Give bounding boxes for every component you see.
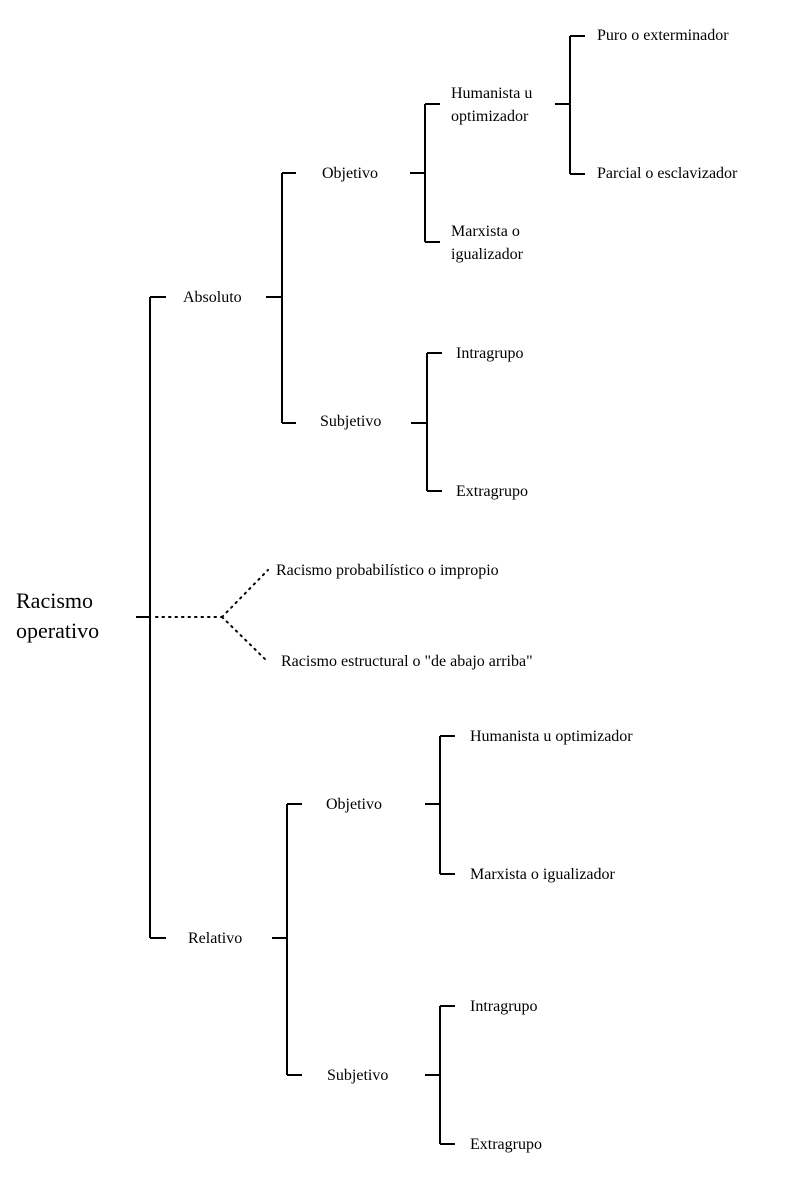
node-rel-objetivo: Objetivo	[326, 796, 382, 813]
node-rel-marxista: Marxista o igualizador	[470, 866, 615, 883]
node-abs-intragrupo: Intragrupo	[456, 345, 524, 362]
node-abs-humanista: Humanista u optimizador	[451, 82, 532, 128]
node-abs-marxista-line2: igualizador	[451, 246, 523, 263]
node-rel-extragrupo: Extragrupo	[470, 1136, 542, 1153]
node-relativo: Relativo	[188, 930, 243, 947]
node-rel-humanista: Humanista u optimizador	[470, 728, 633, 745]
node-puro: Puro o exterminador	[597, 27, 729, 44]
node-abs-humanista-line1: Humanista u	[451, 85, 533, 102]
node-rel-subjetivo: Subjetivo	[327, 1067, 389, 1084]
root-label-line2: operativo	[16, 618, 100, 643]
node-abs-objetivo: Objetivo	[322, 165, 378, 182]
root-label: Racismo operativo	[16, 586, 99, 646]
node-racismo-probabilistico: Racismo probabilístico o impropio	[276, 562, 499, 579]
node-abs-humanista-line2: optimizador	[451, 108, 529, 125]
node-abs-subjetivo: Subjetivo	[320, 413, 382, 430]
node-abs-marxista-line1: Marxista o	[451, 223, 520, 240]
node-parcial: Parcial o esclavizador	[597, 165, 738, 182]
node-abs-marxista: Marxista o igualizador	[451, 220, 523, 266]
root-label-line1: Racismo	[16, 588, 93, 613]
node-absoluto: Absoluto	[183, 289, 242, 306]
dotted-connector-estructural	[221, 616, 269, 663]
node-abs-extragrupo: Extragrupo	[456, 483, 528, 500]
dotted-connector-probabilistico	[221, 569, 269, 618]
node-racismo-estructural: Racismo estructural o "de abajo arriba"	[281, 653, 533, 670]
node-rel-intragrupo: Intragrupo	[470, 998, 538, 1015]
